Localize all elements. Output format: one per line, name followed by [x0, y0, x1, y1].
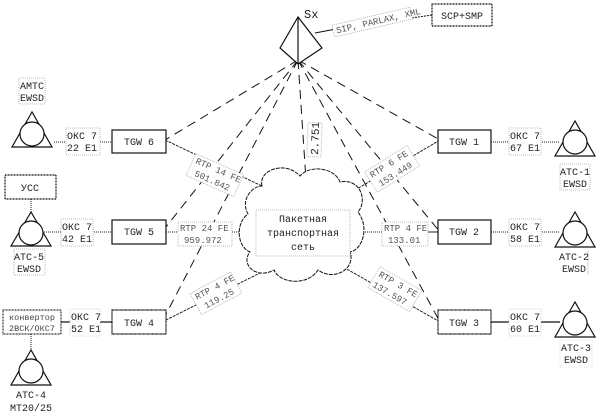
tgw5-label: TGW 5: [124, 228, 154, 239]
tgw5-link-count: 42 E1: [62, 235, 92, 246]
tgw2-link-type: ОКС 7: [510, 223, 540, 234]
exchange-ats3-icon: [553, 300, 597, 338]
exchange-ats2-icon: [553, 210, 597, 248]
ats1-name: АТС-1: [560, 168, 590, 179]
link-sx-tgw1: [297, 59, 441, 141]
converter-line-2: 2ВСК/ОКС7: [9, 324, 55, 334]
tgw1-link-count: 67 E1: [510, 144, 540, 155]
ats5-type: EWSD: [17, 265, 41, 276]
amts-type: EWSD: [20, 94, 44, 105]
tgw4-label: TGW 4: [124, 319, 154, 330]
tgw3-link-count: 60 E1: [510, 325, 540, 336]
sx-scp-link: [314, 28, 337, 34]
link-sx-tgw5: [161, 59, 299, 233]
network-label-box: [255, 209, 351, 257]
svg-text:RTP 24 FE: RTP 24 FE: [180, 224, 229, 234]
tgw6-link-type: ОКС 7: [67, 132, 97, 143]
ats4-name: АТС-4: [16, 391, 46, 402]
ats2-name: АТС-2: [559, 253, 589, 264]
link-sx-tgw6: [164, 59, 299, 141]
tgw5-box[interactable]: [111, 219, 167, 245]
tgw6-link-count: 22 E1: [67, 144, 97, 155]
tgw3-label: TGW 3: [449, 319, 479, 330]
svg-text:959.972: 959.972: [184, 236, 222, 246]
ats3-name: АТС-3: [561, 344, 591, 355]
network-line-3: сеть: [291, 243, 315, 254]
link-sx-tgw2: [297, 59, 441, 233]
svg-text:RTP 4 FE: RTP 4 FE: [384, 224, 427, 234]
rtp-label-tgw6: RTP 14 FE 501.842: [185, 153, 244, 198]
rtp-link-tgw4: [161, 271, 263, 323]
tgw5-link-type: ОКС 7: [62, 223, 92, 234]
exchange-ats5-icon: [9, 210, 53, 247]
link-sx-tgw3: [297, 59, 441, 323]
svg-text:133.01: 133.01: [388, 236, 420, 246]
tgw3-link-type: ОКС 7: [510, 313, 540, 324]
rtp-link-tgw1: [344, 139, 441, 197]
ats3-type: EWSD: [564, 356, 588, 367]
exchange-ats4-icon: [9, 348, 53, 386]
ats4-type: МТ20/25: [10, 403, 52, 415]
network-line-2: транспортная: [267, 229, 339, 240]
exchange-ats1-icon: [553, 119, 597, 157]
ats5-name: АТС-5: [14, 253, 44, 264]
network-line-1: Пакетная: [279, 215, 327, 226]
tgw2-link-count: 58 E1: [510, 235, 540, 246]
sx-label: Sx: [304, 8, 318, 22]
amts-name: АМТС: [20, 82, 44, 93]
converter-box: [2, 309, 62, 335]
tgw1-label: TGW 1: [449, 138, 479, 149]
core-link-value: 2.751: [310, 121, 323, 155]
tgw2-label: TGW 2: [449, 228, 479, 239]
softswitch-sx-icon: [279, 15, 323, 65]
exchange-amts-icon: [10, 110, 54, 148]
tgw4-link-count: 52 E1: [71, 325, 101, 336]
converter-line-1: конвертор: [9, 313, 55, 323]
tgw2-box[interactable]: [437, 219, 492, 245]
ats1-type: EWSD: [563, 180, 587, 191]
rtp-label-tgw1: RTP 6 FE 153.449: [364, 144, 421, 193]
tgw1-link-type: ОКС 7: [510, 132, 540, 143]
rtp-label-tgw5: RTP 24 FE 959.972: [177, 221, 233, 247]
tgw4-link-type: ОКС 7: [71, 313, 101, 324]
tgw6-box[interactable]: [111, 129, 167, 154]
rtp-label-tgw2: RTP 4 FE 133.01: [381, 221, 429, 247]
tgw4-box[interactable]: [111, 309, 167, 335]
rtp-label-tgw4: RTP 4 FE 119.25: [189, 271, 243, 316]
link-sx-network: [297, 59, 307, 181]
signaling-links: [161, 59, 441, 323]
link-sx-tgw4: [161, 59, 299, 323]
scp-smp-box: [431, 3, 493, 27]
tgw6-label: TGW 6: [124, 138, 154, 149]
scp-smp-label: SCP+SMP: [441, 12, 483, 23]
uss-label: УСС: [21, 184, 39, 195]
ats2-type: EWSD: [562, 265, 586, 276]
